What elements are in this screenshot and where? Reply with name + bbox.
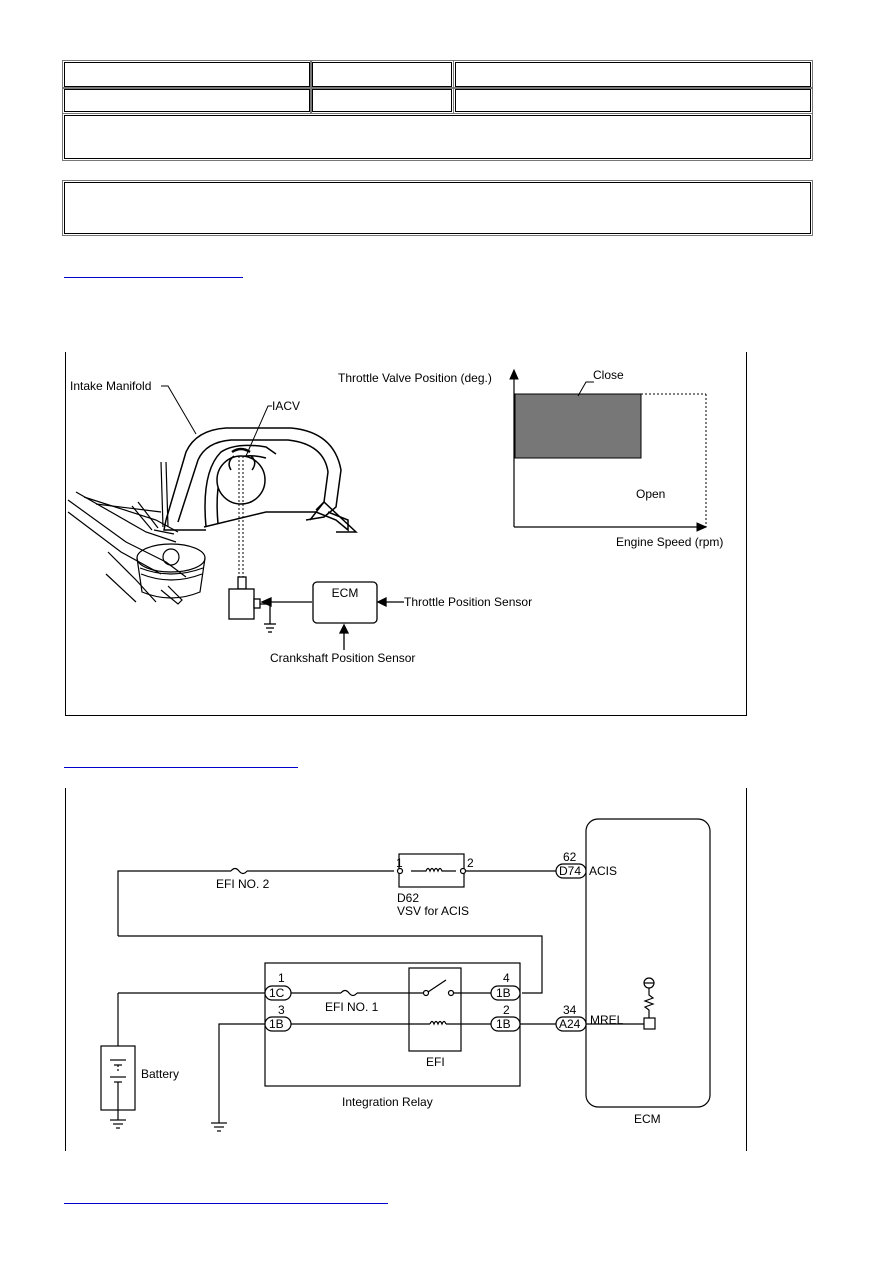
wiring-diagram-frame bbox=[65, 788, 747, 1151]
vsv-name: VSV for ACIS bbox=[397, 904, 469, 918]
graph-xlabel: Engine Speed (rpm) bbox=[616, 535, 723, 549]
relay-conn1: 1C bbox=[269, 986, 285, 1000]
battery-label: Battery bbox=[141, 1067, 179, 1081]
relay-pin1: 1 bbox=[278, 971, 285, 985]
intake-manifold-leader bbox=[161, 385, 197, 435]
section-link-1[interactable] bbox=[64, 277, 243, 278]
close-region bbox=[514, 393, 642, 459]
ecm-box bbox=[585, 818, 711, 1108]
integration-relay-label: Integration Relay bbox=[342, 1095, 433, 1109]
graph-close-label: Close bbox=[593, 368, 624, 382]
iacv-label: IACV bbox=[272, 399, 300, 413]
intake-manifold-illustration bbox=[163, 427, 358, 533]
relay-conn2: 1B bbox=[496, 1017, 511, 1031]
vsv-connector: D62 bbox=[397, 891, 419, 905]
graph-open-label: Open bbox=[636, 487, 665, 501]
relay-pin2: 2 bbox=[503, 1003, 510, 1017]
engine-illustration bbox=[67, 461, 206, 605]
ecm-mrel-label: MREL bbox=[590, 1013, 624, 1027]
system-diagram: Intake Manifold IACV ECM Throttle Positi… bbox=[67, 368, 723, 665]
relay-pin3: 3 bbox=[278, 1003, 285, 1017]
ecm-label: ECM bbox=[634, 1112, 661, 1126]
graph-ylabel: Throttle Valve Position (deg.) bbox=[338, 371, 492, 385]
system-diagram-frame bbox=[65, 352, 747, 716]
ecm-acis-label: ACIS bbox=[589, 864, 617, 878]
header-cell-2 bbox=[310, 60, 454, 89]
fuse-efi-no2-label: EFI NO. 2 bbox=[216, 877, 270, 891]
ecm-box-label: ECM bbox=[332, 586, 359, 600]
ecm-acis-connector: D74 bbox=[559, 864, 581, 878]
section-link-2[interactable] bbox=[64, 767, 298, 768]
intake-manifold-label: Intake Manifold bbox=[70, 379, 151, 393]
throttle-graph bbox=[509, 368, 708, 532]
header-cell-5 bbox=[310, 87, 454, 114]
section-link-3[interactable] bbox=[64, 1203, 388, 1204]
header-cell-1 bbox=[62, 60, 312, 89]
relay-efi-label: EFI bbox=[426, 1055, 445, 1069]
relay-conn4: 1B bbox=[496, 986, 511, 1000]
ecm-acis-pin: 62 bbox=[563, 850, 577, 864]
fuse-efi-no2-symbol bbox=[230, 867, 248, 875]
vsv-pin1: 1 bbox=[396, 856, 403, 870]
relay-conn3: 1B bbox=[269, 1017, 284, 1031]
vsv-pin2: 2 bbox=[467, 856, 474, 870]
header-cell-3 bbox=[453, 60, 813, 89]
wiring-diagram: EFI NO. 2 1 2 D62 VSV for ACIS 62 D74 AC… bbox=[100, 818, 711, 1132]
fuse-efi-no1-label: EFI NO. 1 bbox=[325, 1000, 379, 1014]
header-cell-4 bbox=[62, 87, 312, 114]
iacv-leader bbox=[245, 405, 272, 457]
actuator-illustration bbox=[228, 576, 404, 650]
header-wide-cell bbox=[62, 113, 813, 161]
header-cell-6 bbox=[453, 87, 813, 114]
relay-pin4: 4 bbox=[503, 971, 510, 985]
ecm-mrel-connector: A24 bbox=[559, 1017, 581, 1031]
throttle-position-sensor-label: Throttle Position Sensor bbox=[404, 595, 532, 609]
crankshaft-position-sensor-label: Crankshaft Position Sensor bbox=[270, 651, 415, 665]
notice-box bbox=[62, 180, 813, 236]
fuse-efi-no1-symbol bbox=[340, 989, 358, 997]
ecm-mrel-pin: 34 bbox=[563, 1003, 577, 1017]
